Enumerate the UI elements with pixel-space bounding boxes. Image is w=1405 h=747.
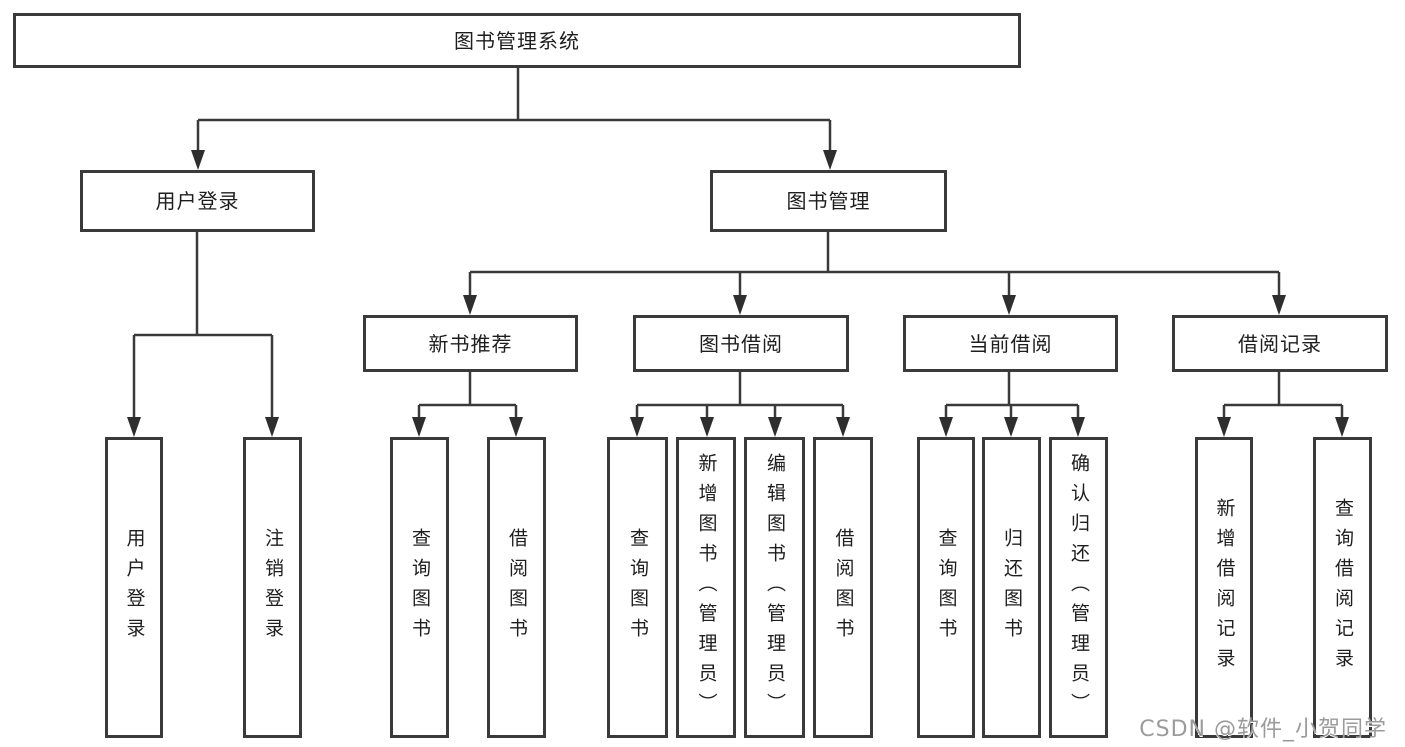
leaf-borrow-books-2: 借阅图书 [813, 437, 873, 738]
node-borrowing-records: 借阅记录 [1172, 315, 1388, 372]
node-user-login: 用户登录 [80, 170, 315, 232]
leaf-query-books: 查询图书 [390, 437, 449, 738]
leaf-edit-books-admin: 编辑图书（管理员） [744, 437, 805, 738]
node-root-library-system: 图书管理系统 [13, 13, 1021, 68]
csdn-watermark: CSDN @软件_小贺同学 [1139, 717, 1387, 742]
node-book-management: 图书管理 [710, 170, 947, 232]
leaf-query-books-2: 查询图书 [607, 437, 668, 738]
leaf-confirm-return-admin: 确认归还（管理员） [1049, 437, 1108, 738]
leaf-query-borrow-record: 查询借阅记录 [1313, 437, 1372, 738]
leaf-borrow-books: 借阅图书 [487, 437, 546, 738]
node-current-borrowing: 当前借阅 [903, 315, 1118, 372]
leaf-add-borrow-record: 新增借阅记录 [1195, 437, 1253, 738]
leaf-logout: 注销登录 [243, 437, 302, 738]
leaf-add-books-admin: 新增图书（管理员） [676, 437, 736, 738]
arrowheads [127, 150, 1349, 437]
node-book-borrowing: 图书借阅 [633, 315, 849, 372]
node-new-book-recommend: 新书推荐 [363, 315, 578, 372]
leaf-return-books: 归还图书 [982, 437, 1041, 738]
leaf-user-login: 用户登录 [105, 437, 163, 738]
leaf-query-books-3: 查询图书 [917, 437, 975, 738]
